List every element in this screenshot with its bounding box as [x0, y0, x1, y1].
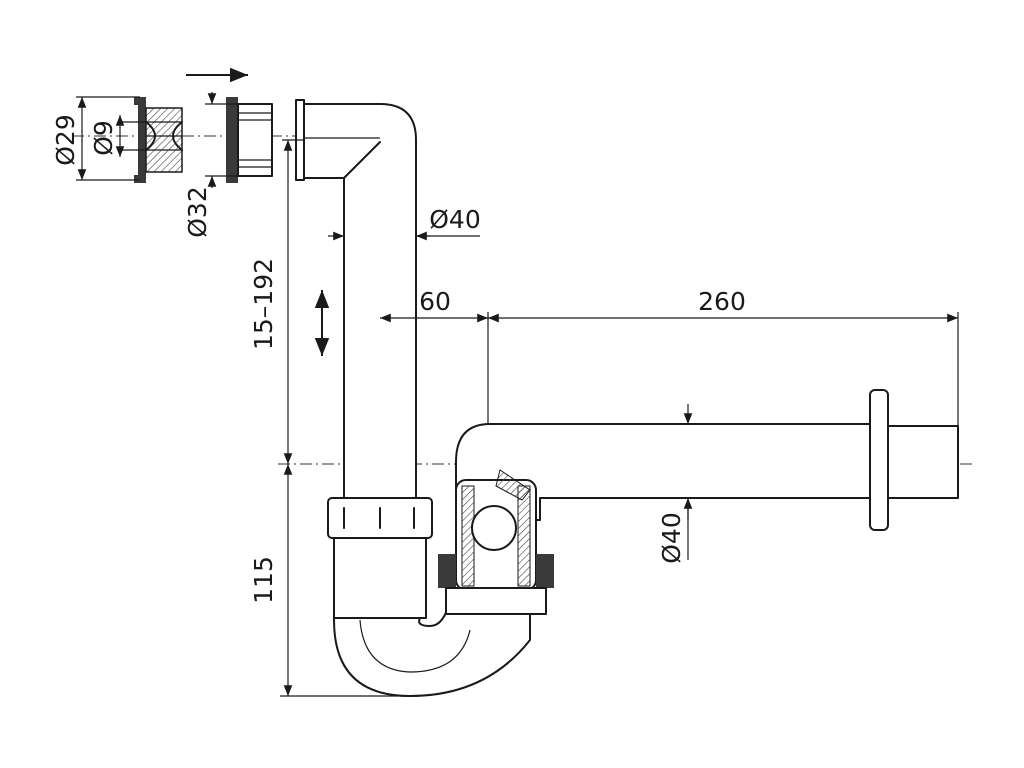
dim-inner-diameter: Ø9	[89, 120, 118, 156]
dim-trap-height: 115	[249, 556, 278, 604]
small-fitting-section	[120, 97, 183, 183]
dim-outer-diameter: Ø29	[51, 114, 80, 166]
dim-horizontal-pipe-diameter: Ø40	[657, 512, 686, 564]
dim-adapter-diameter: Ø32	[183, 186, 212, 238]
dim-vertical-pipe-diameter: Ø40	[429, 205, 481, 234]
vertical-inlet-pipe	[295, 99, 417, 501]
union-nut	[327, 497, 433, 619]
horizontal-outlet-pipe	[869, 389, 959, 531]
adapter-fitting	[226, 97, 273, 183]
dimension-lines	[76, 92, 959, 697]
dim-height-adjustment: 15–192	[249, 258, 278, 350]
dim-horizontal-length: 260	[698, 287, 746, 316]
trap-body-section	[438, 423, 871, 615]
dim-horizontal-offset: 60	[419, 287, 451, 316]
u-bend	[333, 599, 531, 697]
